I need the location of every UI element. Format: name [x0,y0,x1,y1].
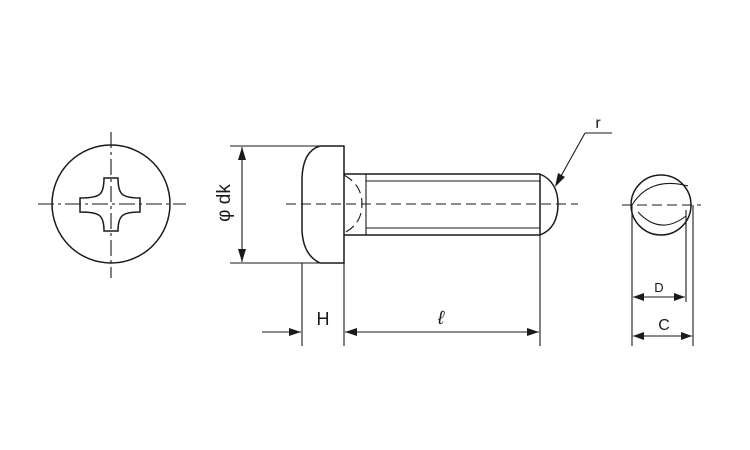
h-arrow [289,328,301,336]
d-label: D [654,280,663,295]
phillips-cross-recess [79,177,141,232]
c-arrow-right [681,332,692,340]
screw-head [301,145,345,264]
l-label: ℓ [437,308,445,329]
l-arrow-left [345,328,357,336]
l-arrow-right [527,328,539,336]
tip-arc-bottom [637,211,687,226]
dimension-c: C [633,205,694,346]
dimension-l: ℓ [345,235,541,346]
screw-side-view [286,145,578,264]
dimension-d: D [631,205,687,346]
dimension-dk: φ dk [214,145,344,264]
dimension-h: H [262,263,345,346]
dk-arrow-top [238,147,246,160]
tip-arc-top [631,182,689,206]
c-label: C [658,317,670,334]
r-arrow [555,173,565,187]
dk-arrow-bottom [238,249,246,262]
dk-label: φ dk [214,184,235,222]
c-arrow-left [633,332,644,340]
r-label: r [595,115,601,132]
d-arrow-left [633,293,644,301]
tip-end-view [622,174,701,236]
head-top-view [38,132,186,278]
dimension-r: r [555,115,612,187]
h-label: H [317,309,330,329]
d-arrow-right [674,293,685,301]
